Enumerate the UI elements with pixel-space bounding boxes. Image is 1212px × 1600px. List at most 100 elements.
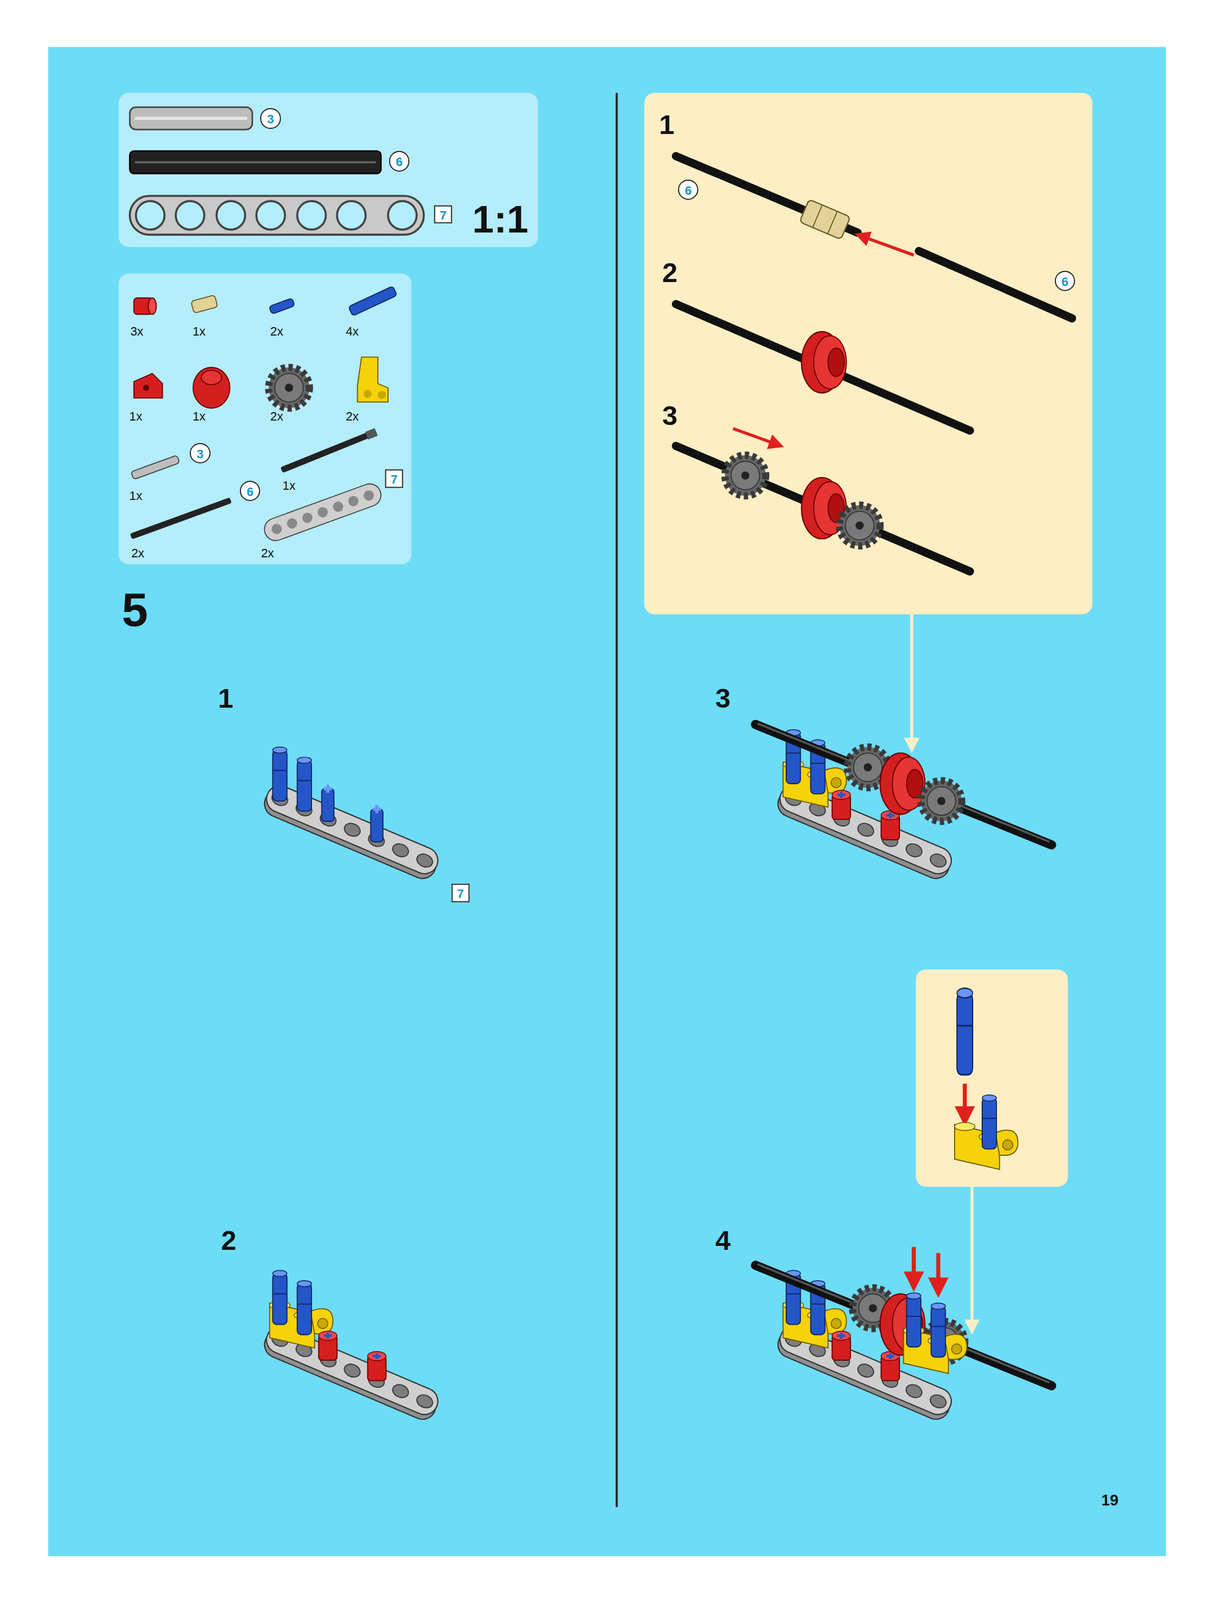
illustration-part — [268, 367, 310, 409]
illustration-part — [193, 367, 230, 409]
illustration-part — [675, 446, 970, 572]
illustration-part — [270, 522, 284, 536]
illustration-part — [357, 357, 389, 403]
instruction-panel: 3671:1 — [118, 92, 538, 248]
part-quantity: 1x — [129, 489, 143, 503]
illustration-part — [615, 92, 618, 1508]
illustration-part — [143, 384, 150, 391]
illustration-part — [272, 747, 287, 802]
illustration-part — [839, 505, 881, 547]
part-quantity: 2x — [270, 410, 284, 423]
illustration-part — [348, 286, 398, 316]
step-number: 2 — [662, 259, 678, 287]
illustration-part — [135, 161, 377, 164]
illustration-part — [190, 295, 218, 314]
illustration-part — [300, 511, 314, 525]
illustration-part — [757, 723, 1050, 842]
illustration-part — [216, 201, 246, 230]
illustration-part — [827, 211, 838, 234]
illustration-part — [880, 1352, 900, 1382]
illustration-part — [47, 46, 1166, 1557]
illustration-part — [812, 205, 823, 228]
illustration-part — [130, 497, 233, 540]
illustration-part — [297, 1281, 312, 1336]
illustration-part — [261, 480, 385, 545]
callout-number: 7 — [384, 469, 404, 489]
illustration-part — [956, 988, 973, 1076]
illustration-part — [261, 480, 385, 545]
illustration-part — [318, 1331, 338, 1361]
illustration-part — [129, 150, 381, 174]
illustration-part — [799, 199, 851, 240]
part-quantity: 4x — [345, 325, 359, 338]
illustration-part — [911, 1247, 916, 1289]
step-number: 2 — [220, 1226, 236, 1255]
step-number: 1 — [658, 110, 675, 139]
illustration-part — [135, 117, 248, 120]
illustration-part — [801, 331, 847, 394]
illustration-part — [962, 1084, 967, 1124]
illustration-part — [370, 805, 383, 842]
step-number: 4 — [715, 1226, 731, 1255]
illustration-part — [118, 92, 539, 248]
illustration-part — [272, 1271, 287, 1326]
illustration-part — [970, 1187, 974, 1332]
illustration-part — [256, 201, 285, 230]
illustration-part — [644, 92, 1093, 615]
illustration-part — [297, 757, 312, 812]
illustration-part — [755, 1266, 1053, 1387]
illustration-part — [799, 199, 851, 240]
illustration-part — [135, 201, 417, 230]
illustration-part — [982, 1095, 997, 1150]
instruction-panel: 16623 — [644, 92, 1093, 615]
illustration-part — [755, 724, 1053, 846]
illustration-part — [675, 304, 970, 431]
callout-number: 3 — [260, 108, 281, 129]
callout-number: 7 — [434, 205, 453, 224]
part-quantity: 2x — [345, 410, 359, 423]
instruction-panel: 3x1x2x4x1x1x2x2x31x1x762x2x — [118, 273, 412, 565]
page-number: 19 — [1101, 1493, 1119, 1509]
illustration-part — [285, 517, 299, 530]
illustration-part — [880, 811, 900, 841]
illustration-part — [919, 251, 1073, 319]
step-number: 3 — [662, 401, 678, 430]
illustration-part — [130, 455, 180, 480]
illustration-part — [279, 428, 378, 474]
illustration-part — [190, 295, 218, 314]
callout-number: 6 — [678, 179, 699, 200]
illustration-part — [920, 781, 962, 823]
illustration-part — [118, 273, 412, 565]
callout-number: 6 — [389, 150, 410, 172]
part-quantity: 1x — [282, 479, 296, 493]
illustration-part — [377, 390, 387, 400]
part-quantity: 2x — [260, 547, 274, 560]
illustration-part — [129, 195, 424, 235]
illustration-part — [906, 1293, 921, 1348]
illustration-part — [364, 428, 378, 440]
part-quantity: 2x — [270, 325, 284, 338]
illustration-part — [367, 1352, 387, 1382]
illustration-part — [148, 297, 157, 315]
illustration-part — [346, 494, 360, 508]
illustration-part — [930, 1303, 946, 1358]
illustration-part — [175, 201, 205, 230]
illustration-part — [260, 781, 442, 883]
illustration-part — [831, 790, 851, 821]
callout-number: 7 — [451, 884, 470, 903]
illustration-part — [910, 614, 913, 751]
illustration-part — [388, 201, 417, 230]
illustration-part — [331, 500, 345, 514]
illustration-part — [134, 373, 163, 399]
illustration-part — [297, 201, 327, 230]
illustration-part — [336, 201, 366, 230]
illustration-part — [270, 489, 376, 537]
illustration-part — [134, 297, 157, 315]
illustration-part — [269, 297, 296, 315]
step-number: 1 — [217, 684, 234, 713]
illustration-part — [135, 201, 165, 230]
part-quantity: 1x — [129, 410, 143, 423]
